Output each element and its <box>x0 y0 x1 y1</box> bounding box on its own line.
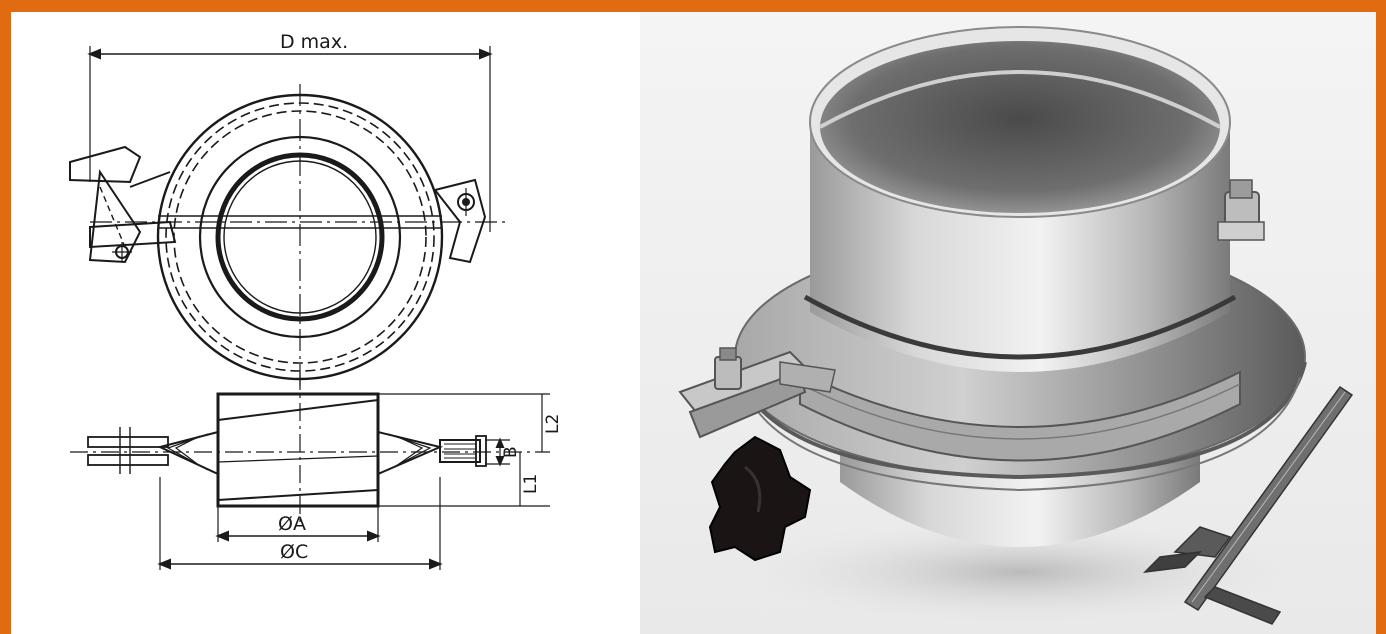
side-view <box>70 372 550 570</box>
dim-b-label: B <box>501 446 521 458</box>
dim-l1-label: L1 <box>521 474 541 494</box>
dim-a-label: ØA <box>278 513 306 535</box>
technical-drawing: D max. ØA ØC B L1 L2 <box>69 31 563 570</box>
product-photo <box>640 12 1376 634</box>
dim-l2-label: L2 <box>543 414 563 434</box>
dim-c-label: ØC <box>280 541 308 563</box>
top-view <box>69 46 505 390</box>
caliper <box>1142 385 1354 625</box>
dim-dmax-label: D max. <box>280 31 348 53</box>
